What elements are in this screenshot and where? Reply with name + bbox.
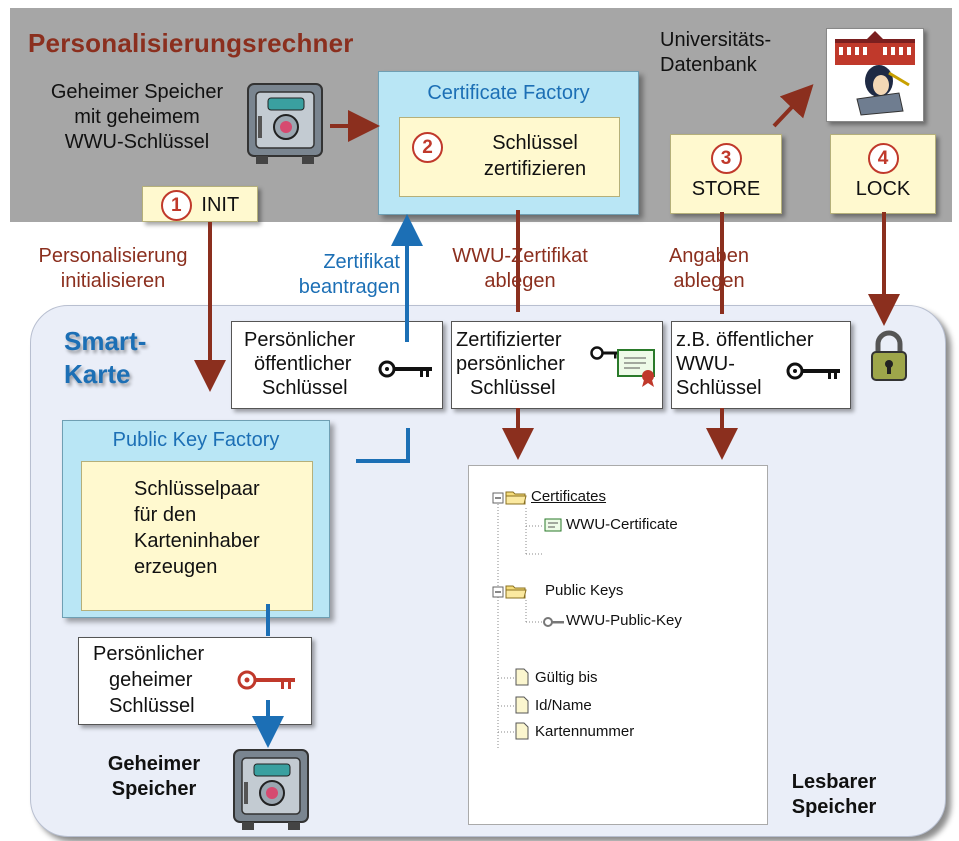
certify-key-line1: Schlüssel	[492, 132, 578, 154]
apply-certificate-line2: beantragen	[298, 276, 400, 298]
public-key-line2: öffentlicher	[254, 353, 352, 375]
smart-card-title: Smart- Karte	[64, 325, 146, 392]
key-icon	[786, 362, 840, 380]
wwu-public-key-line3: Schlüssel	[676, 377, 762, 399]
university-db-line2: Datenbank	[660, 54, 757, 76]
apply-certificate-label: Zertifikat beantragen	[272, 250, 400, 300]
private-key-line2: geheimer	[109, 669, 193, 691]
generate-keypair-box: Schlüsselpaar für den Karteninhaber erze…	[81, 461, 313, 611]
certificate-icon	[544, 518, 562, 532]
folder-icon	[505, 585, 527, 599]
lock-icon	[868, 330, 910, 384]
tree-wwu-public-key[interactable]: WWU-Public-Key	[566, 612, 682, 629]
wwu-public-key-box: z.B. öffentlicher WWU- Schlüssel	[671, 321, 851, 409]
tree-valid-until[interactable]: Gültig bis	[535, 669, 598, 686]
init-label: INIT	[201, 194, 240, 216]
tree-wwu-certificate[interactable]: WWU-Certificate	[566, 516, 678, 533]
tree-public-keys[interactable]: Public Keys	[545, 582, 624, 599]
private-key-line1: Persönlicher	[93, 643, 205, 665]
lock-step-box: 4 LOCK	[830, 134, 936, 214]
init-personalization-label: Personalisierung initialisieren	[0, 244, 226, 294]
safe-icon	[232, 748, 312, 834]
certified-key-line3: Schlüssel	[470, 377, 556, 399]
secret-store-top-label: Geheimer Speicher mit geheimem WWU-Schlü…	[28, 80, 246, 155]
secret-store-bottom-line1: Geheimer	[107, 753, 201, 775]
store-step-box: 3 STORE	[670, 134, 782, 214]
certificate-icon	[617, 349, 655, 387]
tree-id-name[interactable]: Id/Name	[535, 697, 592, 714]
safe-icon	[246, 82, 326, 168]
smart-card-line2: Karte	[64, 359, 131, 390]
readable-storage-tree: Certificates WWU-Certificate Public Keys…	[468, 465, 768, 825]
store-to-database-arrow	[772, 84, 814, 128]
readable-store-label: Lesbarer Speicher	[774, 770, 894, 820]
readable-store-line2: Speicher	[791, 796, 877, 818]
key-icon	[378, 360, 432, 378]
certify-key-line2: zertifizieren	[483, 158, 587, 180]
certify-key-box: 2 Schlüssel zertifizieren	[399, 117, 620, 197]
readable-store-line1: Lesbarer	[791, 771, 877, 793]
generate-keypair-line3: Karteninhaber	[134, 530, 260, 552]
public-key-factory-title: Public Key Factory	[112, 429, 280, 451]
document-icon	[515, 668, 529, 686]
public-key-line3: Schlüssel	[262, 377, 348, 399]
page-title: Personalisierungsrechner	[28, 28, 354, 58]
deposit-data-line1: Angaben	[668, 245, 750, 267]
document-icon	[515, 696, 529, 714]
public-key-line1: Persönlicher	[244, 329, 356, 351]
certified-key-line1: Zertifizierter	[456, 329, 562, 351]
init-step-box: 1 INIT	[142, 186, 258, 222]
init-personalization-line1: Personalisierung	[38, 245, 188, 267]
step-number-3: 3	[710, 143, 742, 174]
university-db-line1: Universitäts-	[660, 29, 772, 51]
certificate-factory-title: Certificate Factory	[427, 82, 590, 104]
secret-store-top-line1: Geheimer Speicher	[50, 81, 224, 103]
generate-keypair-line2: für den	[134, 504, 197, 526]
document-icon	[515, 722, 529, 740]
secret-store-top-line3: WWU-Schlüssel	[64, 131, 210, 153]
step-number-1: 1	[160, 190, 192, 221]
tree-card-number[interactable]: Kartennummer	[535, 723, 635, 740]
factory-to-public-key-line	[356, 428, 410, 463]
university-database-label: Universitäts- Datenbank	[660, 28, 780, 78]
generate-keypair-line4: erzeugen	[134, 556, 218, 578]
apply-certificate-line1: Zertifikat	[323, 251, 400, 273]
public-key-box: Persönlicher öffentlicher Schlüssel	[231, 321, 443, 409]
private-key-icon	[237, 670, 295, 690]
tree-connector-lines	[492, 492, 543, 748]
key-icon	[543, 617, 564, 627]
wwu-public-key-line2: WWU-	[676, 353, 735, 375]
tree-certificates[interactable]: Certificates	[531, 488, 607, 505]
store-label: STORE	[691, 178, 761, 200]
deposit-data-label: Angaben ablegen	[650, 244, 768, 294]
private-key-box: Persönlicher geheimer Schlüssel	[78, 637, 312, 725]
smart-card-line1: Smart-	[64, 326, 147, 356]
deposit-data-line2: ablegen	[673, 270, 745, 292]
lock-label: LOCK	[855, 178, 911, 200]
generate-keypair-line1: Schlüsselpaar	[134, 478, 260, 500]
folder-icon	[505, 491, 527, 505]
certificate-factory: Certificate Factory 2 Schlüssel zertifiz…	[378, 71, 639, 215]
secret-store-bottom-label: Geheimer Speicher	[88, 752, 220, 802]
university-database-icon	[826, 28, 924, 122]
certified-key-box: Zertifizierter persönlicher Schlüssel	[451, 321, 663, 409]
key-icon	[590, 346, 619, 360]
wwu-public-key-line1: z.B. öffentlicher	[676, 329, 814, 351]
secret-store-bottom-line2: Speicher	[111, 778, 197, 800]
certified-key-line2: persönlicher	[456, 353, 565, 375]
init-personalization-line2: initialisieren	[60, 270, 166, 292]
step-number-2: 2	[412, 132, 443, 163]
secret-store-top-line2: mit geheimem	[74, 106, 200, 128]
public-key-factory: Public Key Factory Schlüsselpaar für den…	[62, 420, 330, 618]
private-key-line3: Schlüssel	[109, 695, 195, 717]
step-number-4: 4	[867, 143, 899, 174]
